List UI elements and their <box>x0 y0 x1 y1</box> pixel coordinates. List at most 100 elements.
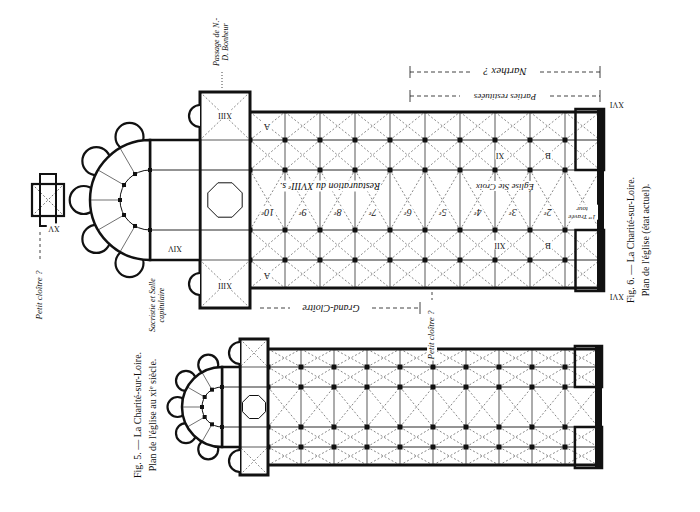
plan-label: XI <box>495 151 505 160</box>
vault-rib <box>466 447 499 465</box>
plan-label: XVI <box>609 292 625 301</box>
plan-label: 1ʳᵉ Travée tour <box>566 204 598 219</box>
pillar <box>388 168 393 173</box>
vault-rib <box>460 260 495 288</box>
vault-rib <box>250 230 285 260</box>
vault-rib <box>334 387 367 427</box>
pillar <box>353 228 358 233</box>
vault-rib <box>355 230 390 260</box>
choir-arcade <box>222 427 240 428</box>
vault-rib <box>530 230 565 260</box>
pillar <box>530 385 535 390</box>
vault-rib <box>565 170 600 230</box>
vault-rib <box>433 447 466 465</box>
crossing-dome <box>208 183 242 217</box>
vault-rib <box>390 230 425 260</box>
vault-rib <box>200 92 250 140</box>
plan-label: B <box>544 150 552 160</box>
pillar <box>299 385 304 390</box>
vault-rib <box>466 349 499 367</box>
vault-rib <box>466 387 499 427</box>
vault-rib <box>285 140 320 170</box>
vault-rib <box>367 367 400 387</box>
vault-rib <box>565 387 598 427</box>
vault-rib <box>301 349 334 367</box>
vault-rib <box>250 170 285 230</box>
vault-rib <box>400 427 433 447</box>
vault-rib <box>532 367 565 387</box>
figure-caption: Fig. 5. — La Charité-sur-Loire. <box>132 351 143 479</box>
vault-rib <box>200 260 250 308</box>
vault-rib <box>367 427 400 447</box>
pillar <box>493 168 498 173</box>
bracket-tick <box>600 66 601 78</box>
ambulatory-rib <box>182 407 202 408</box>
vault-rib <box>250 260 285 288</box>
transept-arch <box>240 427 268 428</box>
plan-label: 9ᵉ <box>298 207 308 218</box>
vault-rib <box>495 112 530 140</box>
vault-rib <box>268 367 301 387</box>
tower <box>576 230 605 291</box>
vault-rib <box>499 447 532 465</box>
vault-rib <box>250 140 285 170</box>
vault-rib <box>460 260 495 288</box>
vault-rib <box>268 447 301 465</box>
vault-rib <box>495 170 530 230</box>
outer-wall <box>268 349 598 465</box>
vault-rib <box>268 349 301 367</box>
pillar <box>497 445 502 450</box>
vault-rib <box>355 170 390 230</box>
vault-rib <box>530 112 565 140</box>
plan-label: 3ᵉ <box>508 207 518 218</box>
vault-rib <box>425 260 460 288</box>
pillar <box>353 168 358 173</box>
vault-rib <box>460 112 495 140</box>
choir-arcade <box>150 230 200 231</box>
vault-rib <box>460 112 495 140</box>
vault-rib <box>466 447 499 465</box>
vault-rib <box>320 230 355 260</box>
pillar <box>530 365 535 370</box>
transept-arch <box>200 260 250 261</box>
plan-label: Grand-Cloître <box>301 303 360 314</box>
plan-label: 8ᵉ <box>333 207 343 218</box>
vault-rib <box>320 140 355 170</box>
vault-rib <box>355 140 390 170</box>
pillar <box>493 138 498 143</box>
vault-rib <box>268 427 301 447</box>
boundary-line <box>432 292 433 300</box>
vault-rib <box>425 140 460 170</box>
pillar <box>530 425 535 430</box>
vault-rib <box>400 447 433 465</box>
transept-chapel <box>229 342 240 364</box>
vault-rib <box>565 140 600 170</box>
bracket-tick <box>410 90 411 102</box>
plan-label: 2ᵉ <box>543 207 553 218</box>
pillar <box>528 168 533 173</box>
vault-rib <box>367 349 400 367</box>
pillar <box>528 138 533 143</box>
transept-wall <box>200 92 250 308</box>
vault-rib <box>495 140 530 170</box>
vault-rib <box>400 387 433 427</box>
vault-rib <box>200 92 250 140</box>
vault-rib <box>425 140 460 170</box>
bracket-line <box>410 96 460 97</box>
vault-rib <box>466 367 499 387</box>
vault-rib <box>400 447 433 465</box>
vault-rib <box>433 367 466 387</box>
vault-rib <box>250 230 285 260</box>
vault-rib <box>390 140 425 170</box>
vault-rib <box>565 427 598 447</box>
pillar <box>398 425 403 430</box>
vault-rib <box>268 447 301 465</box>
vault-rib <box>433 349 466 367</box>
vault-rib <box>268 367 301 387</box>
axial-chapel <box>32 184 64 216</box>
vault-rib <box>390 230 425 260</box>
vault-rib <box>425 112 460 140</box>
vault-rib <box>565 170 600 230</box>
pillar <box>464 445 469 450</box>
vault-rib <box>433 427 466 447</box>
